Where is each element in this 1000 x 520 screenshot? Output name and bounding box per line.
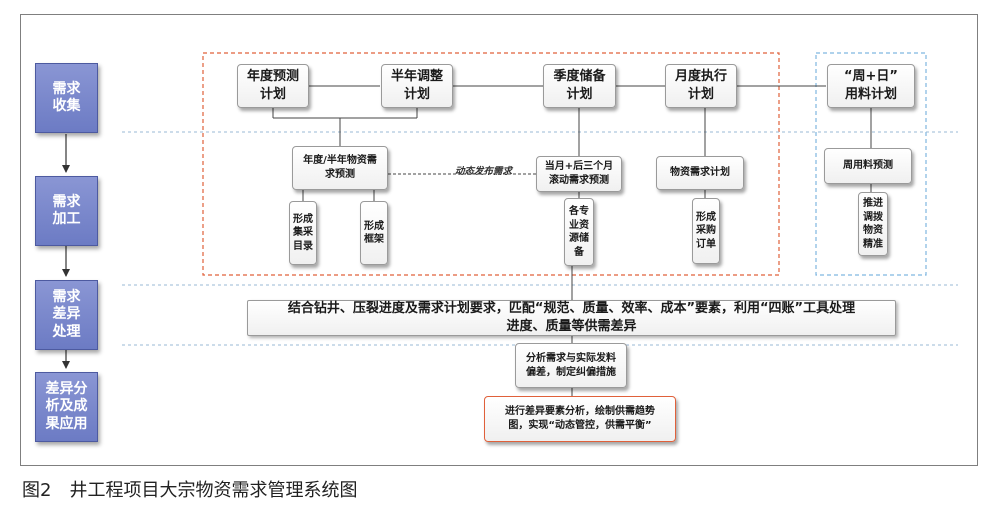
stage-demand-processing: 需求 加工 xyxy=(35,176,98,246)
figure-caption: 图2 井工程项目大宗物资需求管理系统图 xyxy=(22,480,358,501)
weekly-region-border xyxy=(815,52,927,276)
difference-handling-bar: 结合钻井、压裂进度及需求计划要求，匹配“规范、质量、效率、成本”要素，利用“四账… xyxy=(247,300,896,336)
deviation-analysis-box: 分析需求与实际发料 偏差，制定纠偏措施 xyxy=(515,343,627,388)
material-demand-plan: 物资需求计划 xyxy=(656,156,744,190)
form-framework: 形成 框架 xyxy=(360,201,388,265)
figure-frame xyxy=(20,14,978,466)
dynamic-publish-note: 动态发布需求 xyxy=(455,166,513,177)
diagram-lines xyxy=(62,52,958,396)
monthly-execute-plan: 月度执行 计划 xyxy=(665,64,737,108)
resource-reserve: 各专 业资 源储 备 xyxy=(564,198,594,266)
stage-analysis-application: 差异分 析及成 果应用 xyxy=(35,372,98,442)
precise-allocation: 推进 调拨 物资 精准 xyxy=(858,192,888,256)
half-year-adjust-plan: 半年调整 计划 xyxy=(381,64,453,108)
form-central-catalog: 形成 集采 目录 xyxy=(289,201,317,265)
planning-region-border xyxy=(202,52,780,276)
week-day-material-plan: “周+日” 用料计划 xyxy=(827,64,915,108)
stage-demand-collection: 需求 收集 xyxy=(35,63,98,133)
annual-demand-forecast: 年度/半年物资需 求预测 xyxy=(292,146,388,190)
quarter-reserve-plan: 季度储备 计划 xyxy=(543,64,616,108)
annual-forecast-plan: 年度预测 计划 xyxy=(237,64,309,108)
result-application-box: 进行差异要素分析，绘制供需趋势 图，实现“动态管控，供需平衡” xyxy=(484,396,676,442)
stage-difference-handling: 需求 差异 处理 xyxy=(35,280,98,350)
form-purchase-order: 形成 采购 订单 xyxy=(692,198,720,264)
rolling-demand-forecast: 当月+后三个月 滚动需求预测 xyxy=(536,156,622,192)
weekly-material-forecast: 周用料预测 xyxy=(824,148,912,184)
